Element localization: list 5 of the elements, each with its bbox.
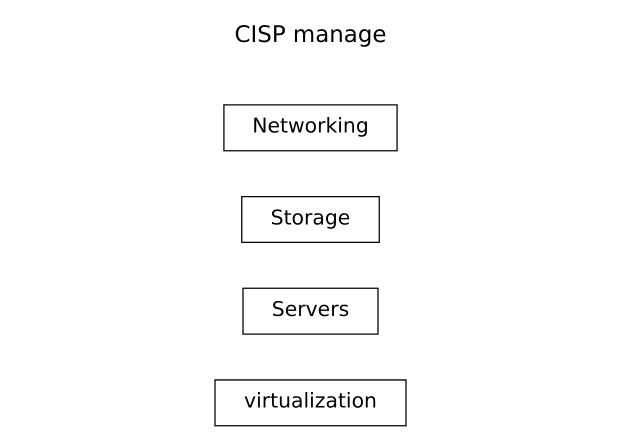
node-box: virtualization bbox=[214, 379, 407, 426]
label: CISP manage bbox=[234, 22, 386, 48]
node-box: Storage bbox=[241, 196, 380, 244]
node-box: Networking bbox=[223, 104, 398, 152]
node-box: Servers bbox=[242, 288, 379, 335]
